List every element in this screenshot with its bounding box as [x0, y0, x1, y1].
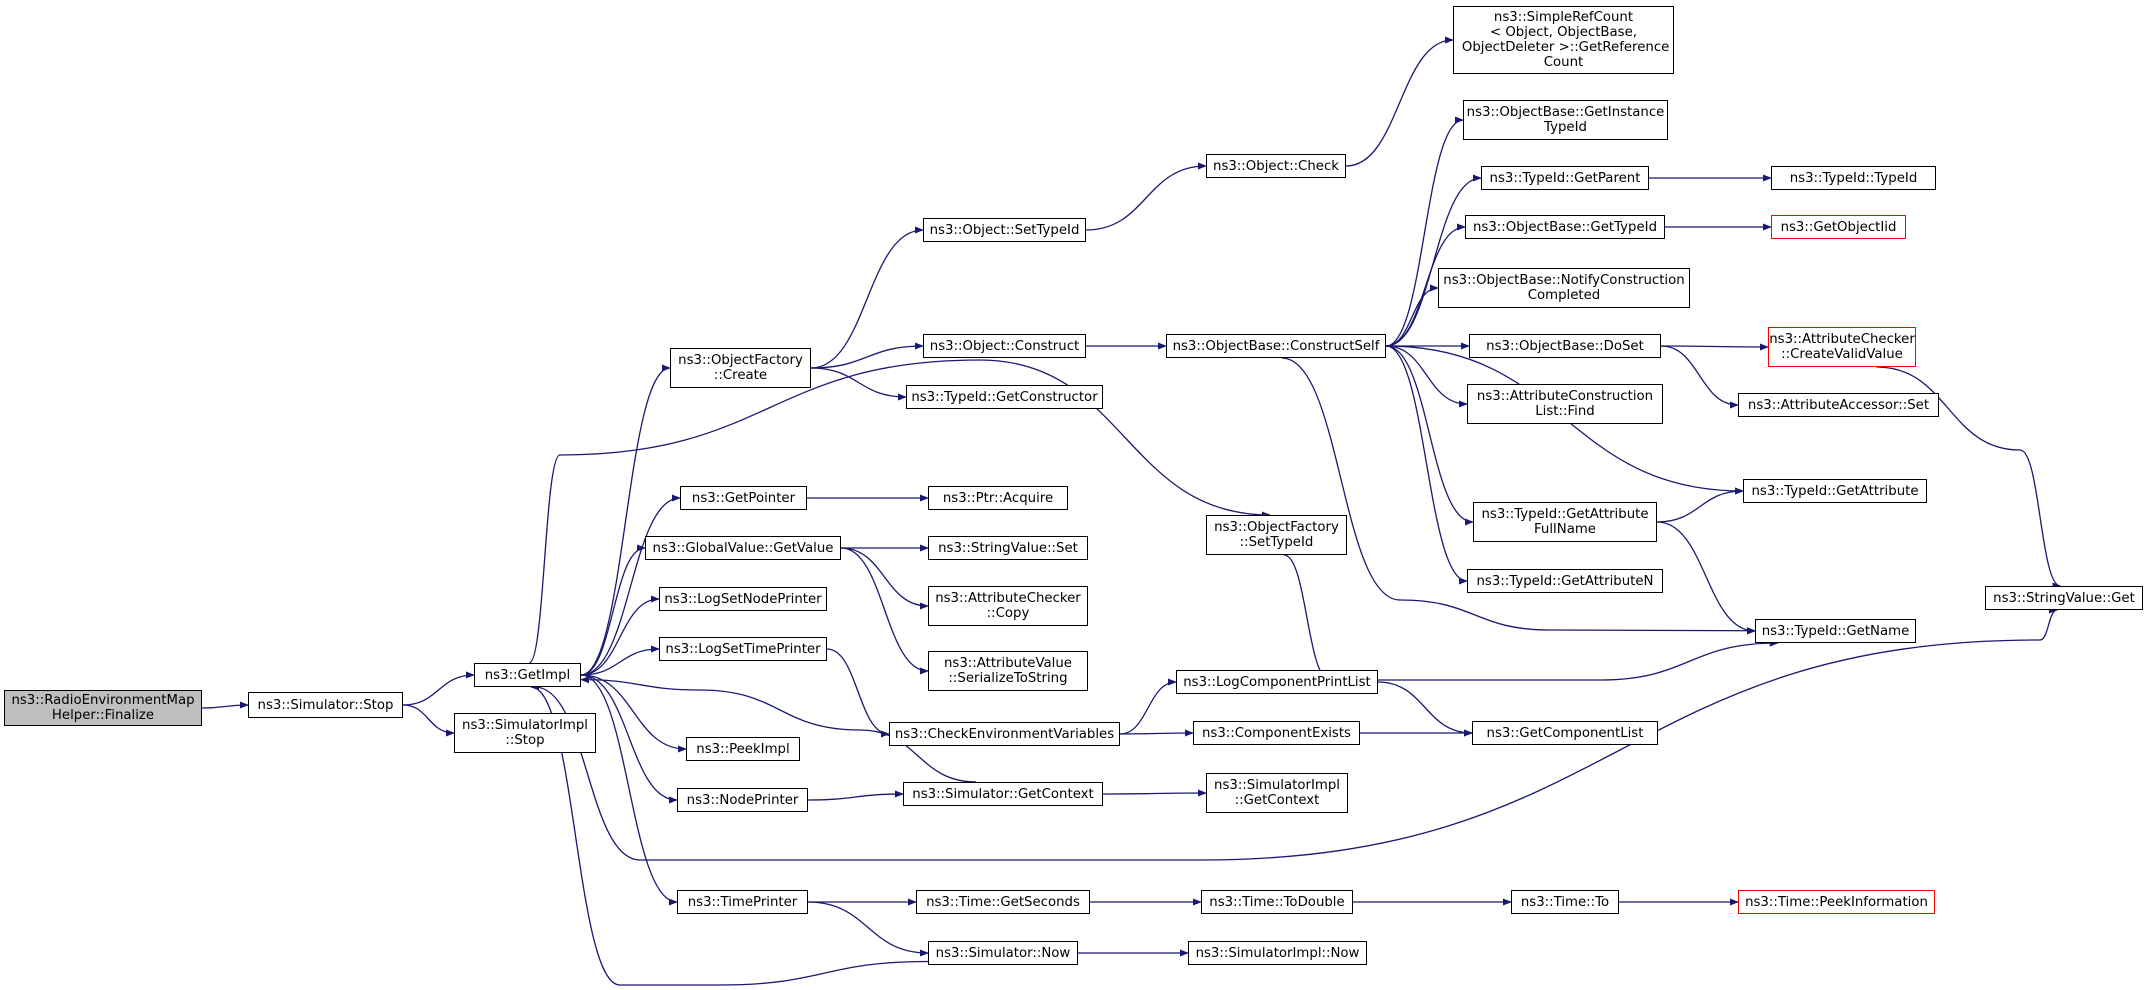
- edge-obconstructself-to-tidgetattrn: [1385, 345, 1468, 585]
- edge-logsettime-to-checkenv: [826, 648, 890, 738]
- edge-obconstructself-to-tidgetparent: [1385, 174, 1482, 347]
- edge-obdoset-to-attraccset: [1660, 345, 1739, 409]
- node-timeto[interactable]: ns3::Time::To: [1511, 890, 1619, 914]
- edge-attrcheckcreate-to-strvalget: [1876, 366, 2062, 590]
- edge-logcompprint-to-getcomplist: [1377, 681, 1473, 737]
- edge-getimpl-to-logsetnode: [580, 595, 660, 676]
- edge-checkenv-to-logcompprint: [1119, 678, 1177, 735]
- edge-getimpl-to-getpointer: [580, 494, 681, 676]
- node-obgettypeid[interactable]: ns3::ObjectBase::GetTypeId: [1465, 215, 1665, 239]
- edge-getimpl-to-logsettime: [580, 645, 660, 676]
- node-tidgetattrfull[interactable]: ns3::TypeId::GetAttribute FullName: [1473, 502, 1657, 542]
- edge-getimpl-to-strvalget: [534, 606, 2059, 861]
- node-tidgetname[interactable]: ns3::TypeId::GetName: [1755, 619, 1916, 643]
- edge-simgetctx-to-simimplgetctx: [1102, 789, 1207, 797]
- node-attraccset[interactable]: ns3::AttributeAccessor::Set: [1738, 393, 1939, 417]
- node-obconstructself[interactable]: ns3::ObjectBase::ConstructSelf: [1166, 334, 1386, 358]
- node-logsetnode[interactable]: ns3::LogSetNodePrinter: [659, 587, 827, 611]
- node-simgetctx[interactable]: ns3::Simulator::GetContext: [903, 782, 1103, 806]
- edge-simstop-to-getimpl: [402, 671, 475, 706]
- edge-ofcreate-to-getconstructor: [810, 367, 907, 401]
- node-objsettypeid[interactable]: ns3::Object::SetTypeId: [923, 218, 1086, 242]
- node-compexists[interactable]: ns3::ComponentExists: [1193, 721, 1360, 745]
- node-tidgetparent[interactable]: ns3::TypeId::GetParent: [1481, 166, 1649, 190]
- node-getcomplist[interactable]: ns3::GetComponentList: [1472, 721, 1658, 745]
- node-gvgetvalue[interactable]: ns3::GlobalValue::GetValue: [645, 536, 841, 560]
- node-nodeprinter[interactable]: ns3::NodePrinter: [677, 788, 808, 812]
- edge-getimpl-to-ofsettypeid: [528, 359, 1271, 664]
- edge-tidgetattrfull-to-tidgetattr: [1656, 487, 1744, 523]
- node-objconstruct[interactable]: ns3::Object::Construct: [923, 334, 1086, 358]
- edge-getimpl-to-gvgetvalue: [580, 544, 646, 676]
- node-objcheck[interactable]: ns3::Object::Check: [1206, 154, 1346, 178]
- node-tidgetattr[interactable]: ns3::TypeId::GetAttribute: [1743, 479, 1927, 503]
- edge-tidgetattrfull-to-tidgetname: [1656, 521, 1756, 635]
- edge-getimpl-to-peekimpl: [580, 674, 687, 753]
- edge-obconstructself-to-obnotify: [1385, 284, 1439, 347]
- edge-getimpl-to-timeprinter: [580, 674, 678, 906]
- edge-timeprinter-to-simnow: [807, 901, 929, 957]
- node-attrcheckcopy[interactable]: ns3::AttributeChecker ::Copy: [928, 586, 1088, 626]
- node-attrcheckcreate[interactable]: ns3::AttributeChecker ::CreateValidValue: [1768, 327, 1916, 367]
- node-strvalget[interactable]: ns3::StringValue::Get: [1985, 586, 2143, 610]
- edge-checkenv-to-compexists: [1119, 729, 1194, 737]
- node-simimplgetctx[interactable]: ns3::SimulatorImpl ::GetContext: [1206, 773, 1348, 813]
- edge-simgetctx-to-getimpl: [580, 676, 977, 783]
- edge-simnow-to-getimpl: [530, 683, 929, 986]
- node-logsettime[interactable]: ns3::LogSetTimePrinter: [659, 637, 827, 661]
- node-finalize[interactable]: ns3::RadioEnvironmentMap Helper::Finaliz…: [4, 690, 202, 726]
- node-simnow[interactable]: ns3::Simulator::Now: [928, 941, 1078, 965]
- node-timetodouble[interactable]: ns3::Time::ToDouble: [1201, 890, 1353, 914]
- edge-simstop-to-simimplstop: [402, 704, 455, 737]
- node-attrconstrfind[interactable]: ns3::AttributeConstruction List::Find: [1467, 384, 1663, 424]
- node-simstop[interactable]: ns3::Simulator::Stop: [248, 692, 403, 718]
- edge-finalize-to-simstop: [201, 701, 249, 709]
- node-timeprinter[interactable]: ns3::TimePrinter: [677, 890, 808, 914]
- node-timegetsec[interactable]: ns3::Time::GetSeconds: [916, 890, 1090, 914]
- edge-obconstructself-to-tidgetname: [1281, 357, 1756, 635]
- edge-getimpl-to-ofcreate: [580, 364, 671, 676]
- edge-obconstructself-to-obgetinst: [1385, 116, 1464, 347]
- edge-objcheck-to-simplerefcount: [1345, 36, 1454, 167]
- edge-gvgetvalue-to-attrvalser: [840, 547, 929, 675]
- node-checkenv[interactable]: ns3::CheckEnvironmentVariables: [889, 722, 1120, 746]
- node-timepeekinfo[interactable]: ns3::Time::PeekInformation: [1738, 890, 1935, 914]
- edge-obdoset-to-attrcheckcreate: [1660, 343, 1769, 351]
- edge-obconstructself-to-tidgetattrfull: [1385, 345, 1474, 526]
- node-strvalset[interactable]: ns3::StringValue::Set: [928, 536, 1088, 560]
- edge-gvgetvalue-to-attrcheckcopy: [840, 547, 929, 610]
- edge-ofcreate-to-objconstruct: [810, 342, 924, 369]
- node-logcompprint[interactable]: ns3::LogComponentPrintList: [1176, 670, 1378, 694]
- node-ofsettypeid[interactable]: ns3::ObjectFactory ::SetTypeId: [1206, 515, 1347, 555]
- node-simimplnow[interactable]: ns3::SimulatorImpl::Now: [1188, 941, 1367, 965]
- node-attrvalser[interactable]: ns3::AttributeValue ::SerializeToString: [928, 651, 1088, 691]
- node-tidgetattrn[interactable]: ns3::TypeId::GetAttributeN: [1467, 569, 1663, 593]
- node-obgetinst[interactable]: ns3::ObjectBase::GetInstance TypeId: [1463, 100, 1668, 140]
- node-simplerefcount[interactable]: ns3::SimpleRefCount < Object, ObjectBase…: [1453, 6, 1674, 74]
- node-ofcreate[interactable]: ns3::ObjectFactory ::Create: [670, 348, 811, 388]
- node-tidtypeid[interactable]: ns3::TypeId::TypeId: [1771, 166, 1936, 190]
- node-ptracquire[interactable]: ns3::Ptr::Acquire: [928, 486, 1068, 510]
- node-getpointer[interactable]: ns3::GetPointer: [680, 486, 807, 510]
- node-peekimpl[interactable]: ns3::PeekImpl: [686, 737, 800, 761]
- edge-nodeprinter-to-simgetctx: [807, 790, 904, 801]
- node-simimplstop[interactable]: ns3::SimulatorImpl ::Stop: [454, 713, 596, 753]
- edge-ofcreate-to-objsettypeid: [810, 226, 924, 369]
- node-obdoset[interactable]: ns3::ObjectBase::DoSet: [1469, 334, 1661, 358]
- node-getconstructor[interactable]: ns3::TypeId::GetConstructor: [906, 385, 1103, 409]
- node-obnotify[interactable]: ns3::ObjectBase::NotifyConstruction Comp…: [1438, 268, 1690, 308]
- edge-objsettypeid-to-objcheck: [1085, 162, 1207, 231]
- edge-ofsettypeid-to-tidgetname: [1283, 554, 1779, 681]
- node-getimpl[interactable]: ns3::GetImpl: [474, 663, 581, 687]
- node-getobjectiid[interactable]: ns3::GetObjectIid: [1771, 215, 1906, 239]
- edge-obconstructself-to-attrconstrfind: [1385, 345, 1468, 408]
